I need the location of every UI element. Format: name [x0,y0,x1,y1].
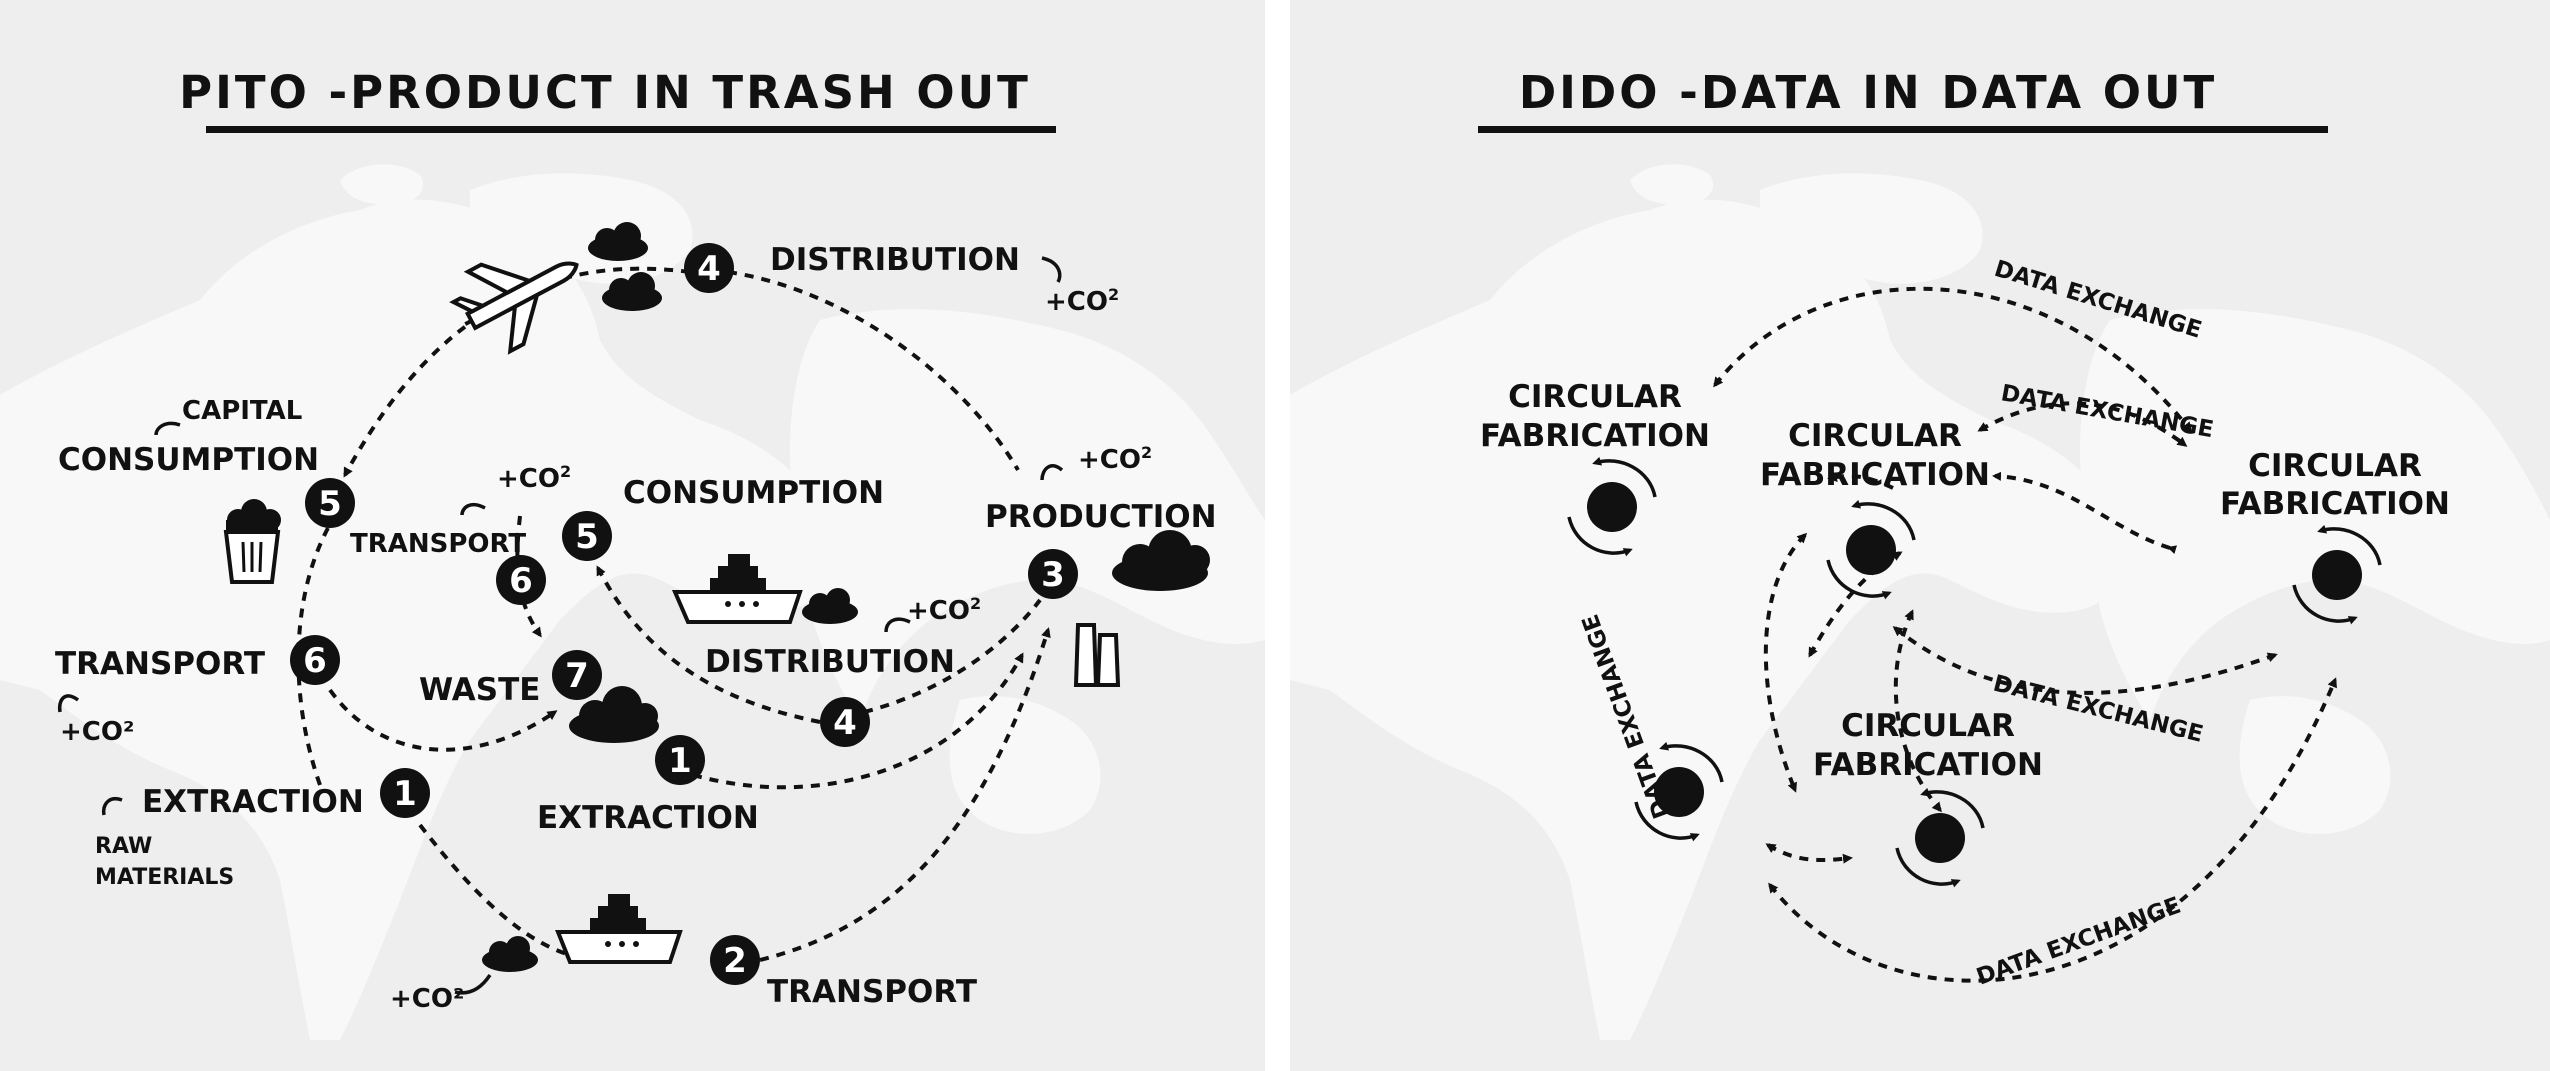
step-number: 4 [697,249,721,289]
step-number: 7 [565,656,589,696]
step-markers: 4 5 5 6 3 6 7 4 1 1 2 [290,243,1078,985]
label-co2: +CO2 [497,462,571,494]
label-consumption: CONSUMPTION [623,475,884,511]
dido-diagram: DIDO -DATA IN DATA OUT DATA EXCHANGE DAT… [1290,66,2550,1040]
co2-leader-lines [57,256,1064,995]
title-underline [206,126,1056,133]
fabrication-labels: CIRCULAR FABRICATION CIRCULAR FABRICATIO… [1480,379,2450,783]
data-exchange-arrows [1713,286,2337,983]
cloud-icon [482,222,1210,972]
label-co2: +CO2 [1045,285,1119,317]
step-number: 1 [668,741,692,781]
label-materials: MATERIALS [95,865,234,890]
label-fabrication: FABRICATION [1760,457,1990,493]
label-circular: CIRCULAR [1788,418,1962,454]
dido-title: DIDO -DATA IN DATA OUT [1519,66,2217,119]
step-number: 2 [723,941,747,981]
label-transport: TRANSPORT [767,974,977,1010]
trash-bin-icon [223,499,281,584]
label-distribution: DISTRIBUTION [705,644,955,680]
label-extraction: EXTRACTION [537,800,759,836]
step-number: 3 [1041,555,1065,595]
step-number: 5 [575,517,599,557]
step-number: 5 [318,484,342,524]
fabrication-node [2292,524,2382,625]
label-production: PRODUCTION [985,499,1217,535]
label-circular: CIRCULAR [1508,379,1682,415]
cargo-ship-icon [555,894,683,964]
inner-loop-arrows [328,515,1042,790]
factory-icon [1073,623,1121,687]
label-fabrication: FABRICATION [2220,486,2450,522]
step-number: 6 [303,641,327,681]
step-number: 4 [833,703,857,743]
label-extraction: EXTRACTION [142,784,364,820]
fabrication-node [1826,499,1916,600]
label-transport: TRANSPORT [350,529,526,559]
pito-title: PITO -PRODUCT IN TRASH OUT [179,66,1031,119]
label-waste: WASTE [419,672,540,708]
label-co2: +CO2 [1078,443,1152,475]
label-fabrication: FABRICATION [1480,418,1710,454]
fabrication-node [1895,787,1985,888]
fabrication-node [1634,741,1724,842]
world-map-background [1290,164,2550,1040]
title-underline [1478,126,2328,133]
label-co2: +CO² [60,717,134,747]
label-co2: +CO² [390,984,464,1014]
dido-panel: DIDO -DATA IN DATA OUT DATA EXCHANGE DAT… [1290,0,2550,1071]
label-data-exchange: DATA EXCHANGE [1973,893,2184,991]
label-consumption: CONSUMPTION [58,442,319,478]
label-fabrication: FABRICATION [1813,747,2043,783]
label-circular: CIRCULAR [1841,708,2015,744]
label-raw: RAW [95,834,152,859]
world-map-background [0,164,1265,1040]
cargo-ship-icon [671,554,803,624]
step-number: 6 [509,561,533,601]
airplane-icon [449,261,579,355]
pito-panel: PITO -PRODUCT IN TRASH OUT [0,0,1265,1071]
step-number: 1 [393,774,417,814]
label-capital: CAPITAL [182,396,302,426]
label-co2: +CO2 [907,594,981,626]
label-circular: CIRCULAR [2248,448,2422,484]
fabrication-node [1567,456,1657,557]
label-transport: TRANSPORT [55,646,265,682]
label-distribution: DISTRIBUTION [770,242,1020,278]
pito-labels: DISTRIBUTION +CO2 CAPITAL CONSUMPTION +C… [55,242,1217,1014]
pito-diagram: PITO -PRODUCT IN TRASH OUT [0,66,1265,1040]
label-data-exchange: DATA EXCHANGE [1991,256,2204,344]
